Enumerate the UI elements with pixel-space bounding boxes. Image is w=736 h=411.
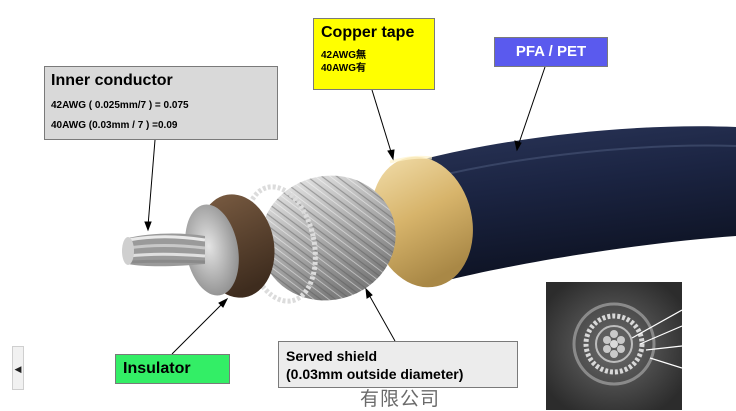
served-shield-detail: (0.03mm outside diameter) [286,365,510,383]
insulator-label: Insulator [115,354,230,384]
copper-tape-spec-40awg: 40AWG有 [321,62,427,75]
copper-tape-title: Copper tape [321,24,427,42]
chevron-left-icon: ◀ [15,364,22,374]
copper-tape-spec-42awg: 42AWG無 [321,49,427,62]
served-shield-label: Served shield (0.03mm outside diameter) [278,341,518,388]
inner-conductor-spec-40awg: 40AWG (0.03mm / 7 ) =0.09 [51,116,271,136]
served-shield-title: Served shield [286,347,510,365]
copper-tape-label: Copper tape 42AWG無 40AWG有 [313,18,435,90]
insulator-title: Insulator [123,360,222,378]
jacket-label: PFA / PET [494,37,608,67]
inner-conductor-strands [122,234,205,267]
jacket-title: PFA / PET [495,43,607,60]
slide-nav-button[interactable]: ◀ [12,346,24,390]
inner-conductor-label: Inner conductor 42AWG ( 0.025mm/7 ) = 0.… [44,66,278,140]
cross-section-photo [546,282,682,410]
inner-conductor-spec-42awg: 42AWG ( 0.025mm/7 ) = 0.075 [51,96,271,116]
inner-conductor-title: Inner conductor [51,72,271,90]
watermark-text: 有限公司 [360,384,440,411]
